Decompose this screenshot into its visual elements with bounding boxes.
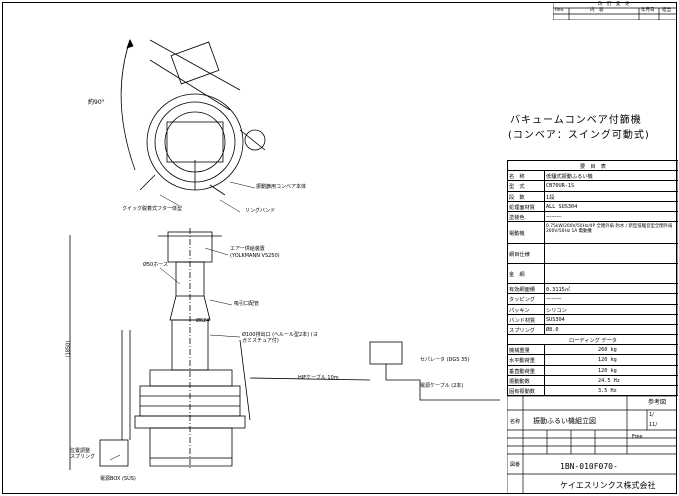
height-label: (1850) [65,340,72,358]
ring-band-label: リングバンド [245,208,276,214]
revision-col-rev: Rev. [555,8,565,13]
spec-row: タッピング——— [508,294,678,305]
spec-row: 名 称低騒式振動ふるい機 [508,171,678,182]
hopper-label: Ø100排出口 (ヘルール型2本) (ヨガミスチュア付) [242,332,318,344]
revision-table [553,2,677,20]
drawing-number: 1BN-010F070- [560,462,618,471]
free-label: Free [632,434,643,440]
air-hose-spec-label: (YOLKMANN VS250) [230,253,280,259]
spec-row: 塗装色——— [508,211,678,223]
spec-row: 網目仕様 [508,244,678,265]
separator-label: セパレータ (DGS 35) [420,357,470,363]
revision-col-content: 内 容 [590,8,604,13]
drawing-subtitle: (コンベア：スイング可動式) [508,130,650,141]
date-value: 11/ [649,422,658,428]
quick-clamp-label: クイック脱着式フタ一体型 [122,206,183,212]
duct-label: 吸引口配管 [234,301,260,307]
reference-label: 参考図 [648,399,667,406]
revision-col-person: 担当 [662,8,671,13]
revision-header: 改 訂 変 更 [598,2,630,7]
revision-col-date: 年月日 [641,8,655,13]
frame-size-label: Ø624 [196,318,210,324]
air-supply-label: エアー供給装置 [230,246,265,252]
name-label: 名称 [510,419,521,425]
spec-row: 金 網 [508,264,678,285]
drawing-name: 振動ふるい機組立図 [533,417,596,425]
cable-label: HIFケーブル 10m [298,375,339,381]
scale-value: 1/ [649,412,654,418]
drawing-no-label: 図番 [510,462,521,468]
title-block [507,396,677,494]
leveling-label: 位置調整 スプリング [70,448,96,460]
drawing-title: バキュームコンベア付篩機 [510,115,642,126]
company-name: ケイエスリンクス株式会社 [560,481,656,490]
loading-header: ローディング データ [508,335,678,346]
power-cable-label: 電源ケーブル (2本) [420,383,464,389]
hose-label: Ø50ホース [143,262,169,268]
spec-row: パッキンシリコン [508,304,678,315]
rotation-label: 約90° [88,99,105,106]
spec-header: 要 目 表 [508,161,678,172]
terminal-label: 電源BOX (SUS) [100,476,136,482]
vacuum-conveyor-label: 振動篩用コンベア本体 [256,184,307,190]
